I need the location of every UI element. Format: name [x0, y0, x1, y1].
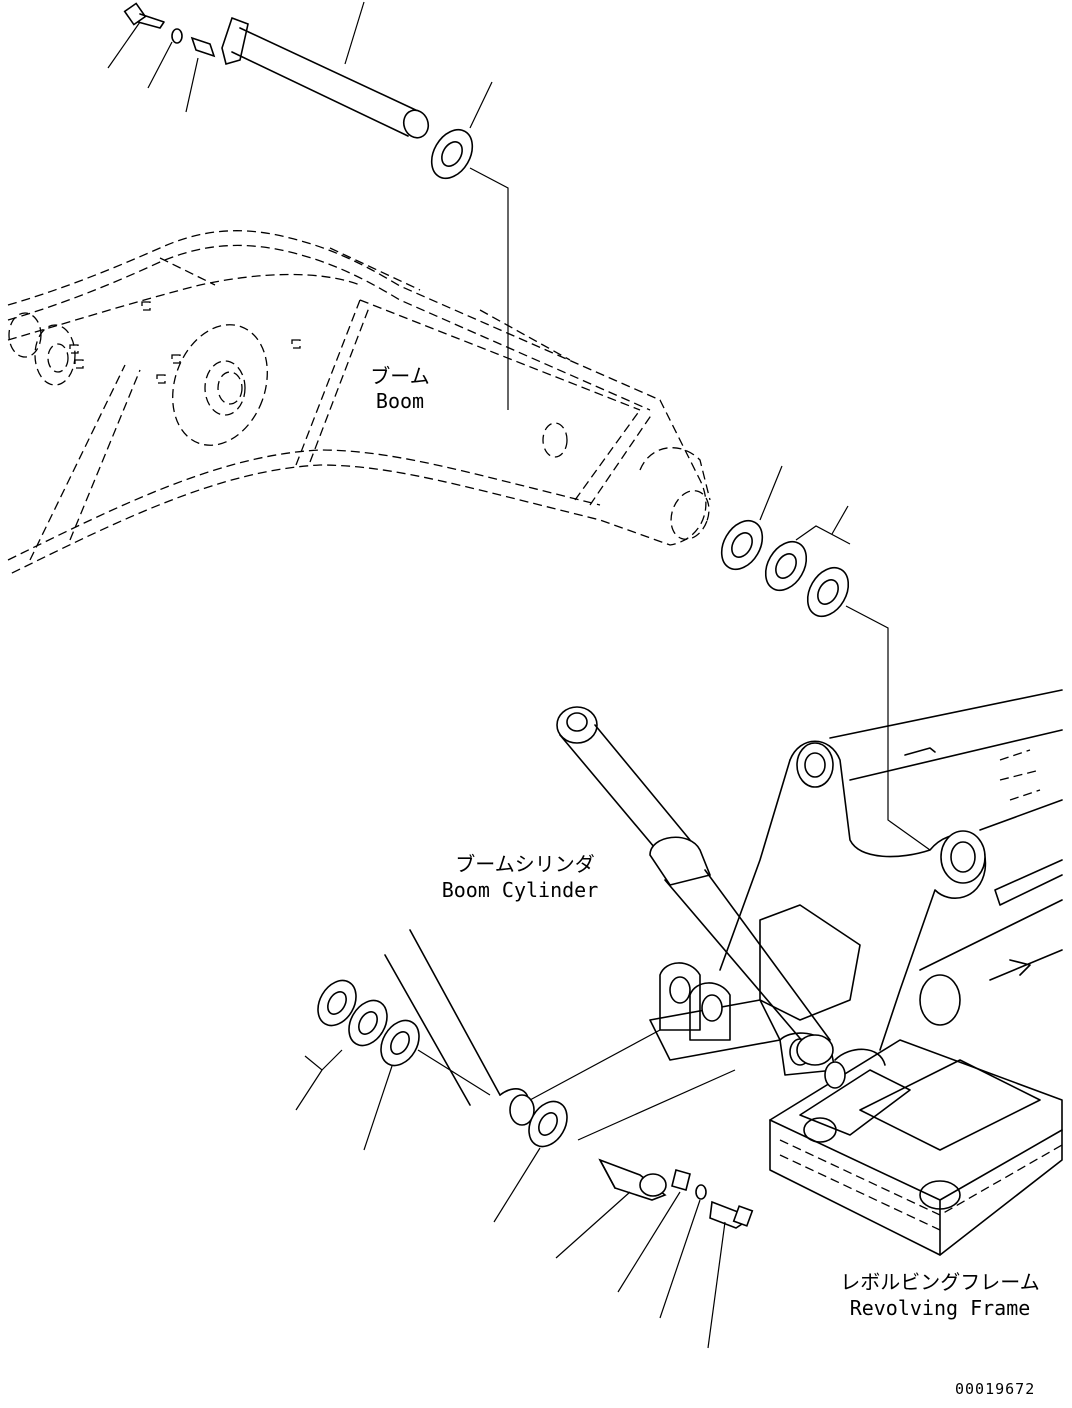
top-bolt [107, 2, 165, 69]
lower-shims [295, 929, 661, 1223]
boom-label-jp: ブーム [370, 364, 430, 388]
shim-pair [764, 505, 931, 851]
revolving-frame [649, 689, 1063, 1256]
top-shim [430, 81, 509, 410]
boom-outline [7, 230, 711, 576]
boom-label-en: Boom [375, 389, 425, 413]
shim-single [720, 465, 783, 571]
boom-cylinder-label-en: Boom Cylinder [441, 878, 599, 902]
drawing-number: 00019672 [955, 1380, 1036, 1398]
boom-cylinder-label-jp: ブームシリンダ [455, 852, 595, 876]
revolving-frame-label-en: Revolving Frame [849, 1296, 1031, 1320]
revolving-frame-label-jp: レボルビングフレーム [840, 1270, 1040, 1294]
boom-cylinder [556, 706, 834, 1066]
boom-foot-pin [221, 1, 430, 139]
top-lock-plate [185, 36, 216, 113]
lower-pin-assembly [555, 1069, 754, 1349]
top-washer [147, 28, 183, 89]
